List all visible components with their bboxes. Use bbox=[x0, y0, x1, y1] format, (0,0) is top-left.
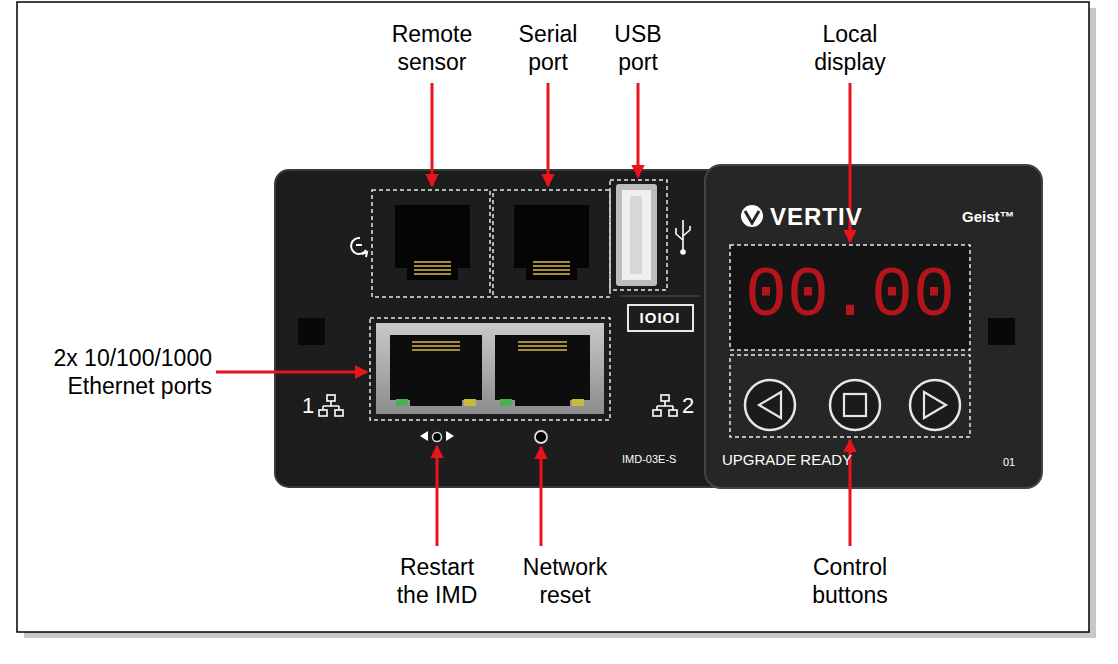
bracket-line bbox=[620, 296, 700, 297]
port-number: 2 bbox=[682, 393, 694, 419]
brand-name: VERTIV bbox=[770, 203, 863, 231]
callout-label: 2x 10/100/1000 Ethernet ports bbox=[20, 344, 212, 400]
status-text: UPGRADE READY bbox=[722, 451, 852, 469]
button-glyph bbox=[759, 392, 946, 418]
display-readout: 00.00 bbox=[745, 255, 955, 339]
usb-tongue bbox=[630, 196, 642, 274]
restart-hole bbox=[433, 433, 442, 442]
frame bbox=[17, 2, 1089, 632]
restart-arrows bbox=[420, 431, 454, 441]
callout-label: USB port bbox=[599, 20, 677, 76]
usb-receptacle bbox=[616, 184, 657, 286]
mount-ear bbox=[988, 318, 1015, 345]
brand-name: Geist™ bbox=[962, 208, 1015, 226]
dashed-outline bbox=[370, 318, 610, 420]
jack-contacts bbox=[414, 262, 451, 274]
callout-label: Network reset bbox=[509, 553, 621, 609]
callout-label: Control buttons bbox=[794, 553, 906, 609]
port-number: 1 bbox=[302, 393, 314, 419]
activity-led bbox=[572, 399, 584, 406]
right-housing bbox=[705, 165, 1042, 488]
display-window bbox=[730, 245, 970, 350]
usb-receptacle bbox=[622, 190, 651, 280]
callout-label: Restart the IMD bbox=[385, 553, 489, 609]
activity-led bbox=[464, 399, 476, 406]
callout-label: Serial port bbox=[502, 20, 594, 76]
vertiv-logo bbox=[745, 211, 759, 223]
link-led bbox=[396, 399, 408, 406]
rj-jack bbox=[514, 205, 589, 280]
dashed-outline bbox=[610, 180, 667, 290]
rj-jack bbox=[395, 205, 470, 280]
dashed-outline bbox=[372, 190, 490, 297]
usb-symbol bbox=[676, 220, 690, 254]
vertiv-logo bbox=[741, 205, 763, 227]
jack-contacts bbox=[412, 342, 567, 350]
callout-label: Remote sensor bbox=[376, 20, 488, 76]
ethernet-housing bbox=[376, 323, 604, 414]
serial-symbol-box bbox=[628, 305, 693, 331]
network-icon bbox=[319, 395, 343, 416]
module-number: 01 bbox=[1003, 455, 1015, 469]
jack-contacts bbox=[533, 262, 570, 274]
model-number: IMD-03E-S bbox=[622, 452, 676, 466]
network-icon bbox=[653, 395, 677, 416]
mount-ear bbox=[298, 318, 325, 345]
serial-symbol: IOIOI bbox=[640, 308, 681, 328]
sensor-icon bbox=[351, 238, 367, 257]
dashed-outline bbox=[493, 190, 610, 297]
reset-hole bbox=[535, 431, 547, 443]
left-housing bbox=[275, 170, 727, 487]
ethernet-jack bbox=[390, 335, 482, 406]
link-led bbox=[500, 399, 512, 406]
dashed-outline bbox=[730, 355, 970, 437]
callout-label: Local display bbox=[790, 20, 910, 76]
ethernet-jack bbox=[495, 335, 590, 406]
control-button bbox=[745, 380, 960, 430]
